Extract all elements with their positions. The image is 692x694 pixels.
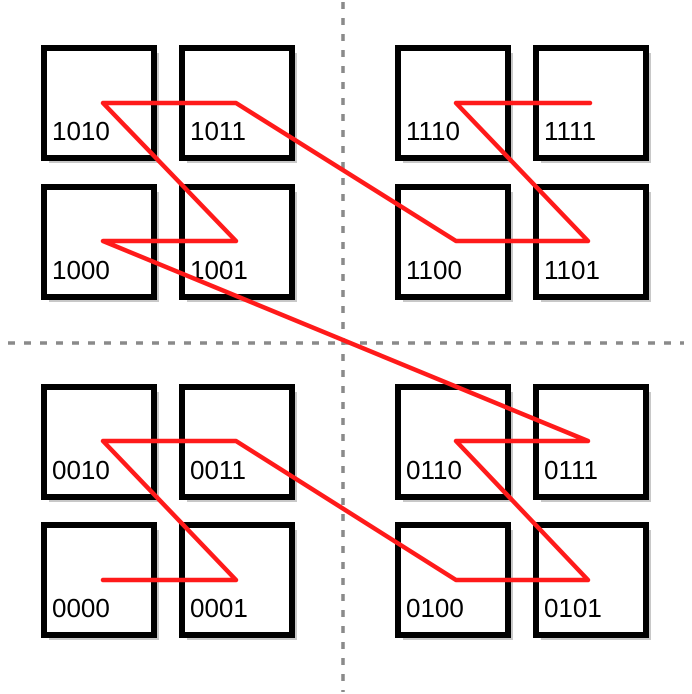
cell-label: 0001 (190, 593, 248, 623)
cell: 0100 (395, 522, 513, 640)
cell-label: 1110 (406, 116, 460, 146)
cell-label: 1101 (544, 255, 600, 285)
cell-label: 1111 (544, 116, 596, 146)
z-order-curve (100, 100, 593, 583)
cell: 1000 (41, 184, 159, 302)
cell-label: 0101 (544, 593, 602, 623)
cell: 0111 (533, 384, 651, 502)
cell-label: 1000 (52, 255, 110, 285)
cell-label: 1011 (190, 116, 246, 146)
cell: 0000 (41, 522, 159, 640)
cell: 1100 (395, 184, 513, 302)
cell-label: 0000 (52, 593, 110, 623)
cell-label: 0100 (406, 593, 464, 623)
cell-label: 0111 (544, 455, 598, 485)
cell-label: 0010 (52, 455, 110, 485)
cell: 0010 (41, 384, 159, 502)
cell-label: 0110 (406, 455, 462, 485)
cell-label: 1010 (52, 116, 110, 146)
cell-label: 0011 (190, 455, 246, 485)
cell-label: 1100 (406, 255, 462, 285)
cell: 1111 (533, 45, 651, 163)
